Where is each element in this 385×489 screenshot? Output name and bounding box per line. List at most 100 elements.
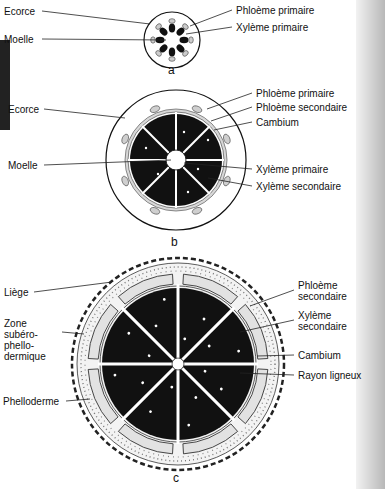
vessel: [145, 147, 147, 149]
leader-line: [240, 373, 294, 375]
vessel: [187, 191, 189, 193]
phloem: [155, 50, 163, 58]
vessel: [219, 387, 223, 391]
phloem: [169, 19, 175, 24]
ray: [177, 370, 180, 444]
leader-line: [66, 399, 90, 401]
ray: [121, 368, 173, 420]
ray: [121, 307, 173, 359]
leader-line: [190, 10, 232, 26]
part-label: Xylème primaire: [236, 22, 308, 33]
ray: [182, 368, 234, 420]
phloem: [182, 23, 190, 31]
vessel: [113, 373, 116, 376]
panel-letter: b: [171, 236, 178, 249]
leader-line: [44, 160, 171, 165]
secondary-phloem: [125, 109, 227, 211]
xylem: [180, 37, 189, 43]
leader-line: [257, 355, 294, 356]
vessel: [183, 337, 186, 340]
part-label: Phloème primaire: [236, 5, 314, 16]
leader-line: [34, 282, 112, 292]
part-label: Xylème secondaire: [256, 181, 341, 192]
ray: [142, 167, 169, 194]
cortex-outline: [106, 90, 246, 230]
phloem: [169, 57, 175, 62]
vessel: [203, 370, 206, 373]
cambium-ring: [128, 112, 224, 208]
leader-line: [44, 109, 125, 118]
vessel: [154, 324, 158, 328]
part-label: Ecorce: [4, 6, 35, 17]
leader-line: [62, 332, 84, 334]
bundle: [169, 48, 175, 62]
ray: [183, 167, 210, 194]
rays: [128, 112, 224, 208]
part-label: Rayon ligneux: [298, 370, 361, 381]
part-label: Cambium: [298, 350, 341, 361]
leader-line: [250, 290, 294, 306]
dark-tab: [0, 40, 10, 130]
leader-line: [42, 11, 150, 24]
vessel: [202, 317, 206, 321]
vessel: [149, 410, 153, 414]
stem-c: [72, 258, 284, 470]
vessel: [127, 331, 131, 335]
ray: [177, 284, 180, 358]
part-label: Xylème secondaire: [298, 310, 354, 332]
vessel: [197, 168, 199, 170]
stipple-ring: [85, 271, 271, 457]
page-edge-strip: [356, 0, 385, 489]
leader-line: [214, 122, 252, 130]
ray: [186, 159, 224, 161]
part-label: Phloème secondaire: [256, 102, 347, 113]
part-label: Zone subéro- phello- dermique: [4, 318, 60, 362]
cork-ring: [72, 258, 284, 470]
xylem: [169, 48, 175, 57]
leader-line: [240, 320, 294, 332]
part-label: Cambium: [256, 117, 299, 128]
ray: [175, 170, 177, 208]
vessel: [141, 381, 145, 385]
leader-line: [211, 107, 252, 121]
panel-letter: a: [168, 64, 175, 77]
leader-line: [186, 27, 232, 34]
part-label: Phloème secondaire: [298, 280, 354, 302]
bundle: [180, 37, 194, 43]
stem-b: [106, 90, 246, 230]
ray: [175, 112, 177, 150]
bundle: [155, 23, 169, 37]
vessel: [207, 139, 209, 141]
phloem: [155, 23, 163, 31]
part-label: Phelloderme: [3, 396, 59, 407]
stipple-ring: [81, 267, 275, 461]
vessels: [145, 131, 209, 193]
part-label: Moelle: [4, 34, 33, 45]
ray: [182, 307, 234, 359]
vessel: [147, 354, 150, 357]
pith: [172, 358, 184, 370]
secondary-phloem: [84, 270, 273, 459]
ray: [183, 126, 210, 153]
vessel: [194, 396, 198, 400]
vessel: [237, 349, 240, 352]
leader-lines: [34, 10, 294, 401]
primary-phloem: [121, 105, 232, 216]
leader-line: [208, 178, 252, 186]
bundle: [169, 19, 175, 33]
bundle: [155, 43, 169, 57]
phloem: [189, 37, 194, 43]
part-label: Liège: [4, 287, 28, 298]
periderm-outline: [77, 263, 279, 465]
ray: [184, 363, 258, 366]
vessel: [183, 131, 185, 133]
ray: [98, 363, 172, 366]
vessel: [170, 385, 173, 388]
vessel: [163, 298, 166, 301]
bundle: [175, 43, 189, 57]
phloem: [182, 50, 190, 58]
leader-line: [207, 93, 252, 109]
part-label: Ecorce: [8, 104, 39, 115]
